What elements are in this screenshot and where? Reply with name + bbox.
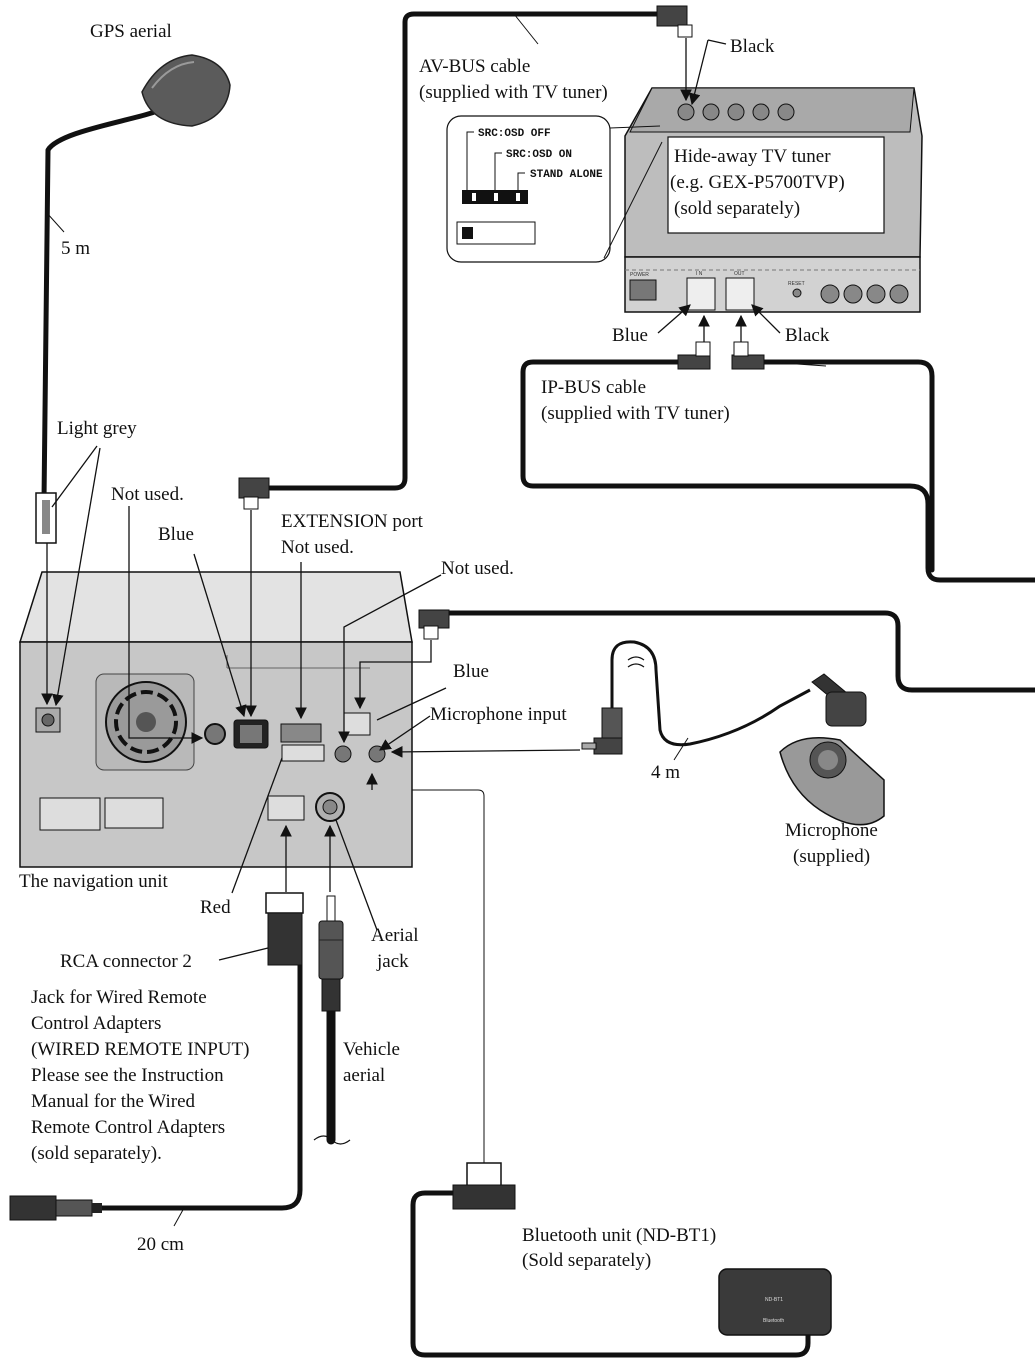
blue-label-2: Blue: [453, 661, 489, 682]
ip-bus-cable-2: [757, 359, 935, 573]
switch-callout: [446, 115, 663, 263]
navigation-unit-label: The navigation unit: [19, 871, 169, 892]
microphone-plug: [581, 707, 623, 755]
switch-src-osd-on: SRC:OSD ON: [506, 149, 572, 161]
rca-connector-label: RCA connector 2: [60, 951, 192, 972]
bluetooth-thin-cable: [370, 789, 485, 1165]
wired-remote-label-5: Manual for the Wired: [31, 1091, 196, 1112]
tuner-in-label: I N: [696, 271, 703, 277]
tv-tuner-label-3: (sold separately): [674, 198, 800, 219]
ip-bus-cable-label-1: IP-BUS cable: [541, 377, 646, 398]
vehicle-aerial-plug: [318, 895, 344, 1012]
ip-bus-connector-blue: [677, 341, 711, 370]
remote-cable: [97, 957, 303, 1211]
tv-tuner-label-2: (e.g. GEX-P5700TVP): [670, 172, 845, 193]
microphone-cable: [610, 640, 811, 747]
wired-remote-label-1: Jack for Wired Remote: [31, 987, 207, 1008]
cable-break-mic: [627, 656, 645, 668]
av-bus-connector-unit: [238, 477, 270, 510]
cables: [41, 11, 1035, 1358]
black-tuner-label: Black: [785, 325, 830, 346]
switch-stand-alone: STAND ALONE: [530, 169, 603, 181]
tv-tuner: POWER I N OUT RESET: [624, 87, 923, 313]
microphone: [779, 673, 885, 826]
microphone-input-label: Microphone input: [430, 704, 567, 725]
labels: GPS aerial 5 m Light grey AV-BUS cable (…: [19, 21, 878, 1271]
gps-length-label: 5 m: [61, 238, 90, 259]
remote-length-label: 20 cm: [137, 1234, 184, 1255]
gps-connector: [35, 492, 57, 544]
wired-remote-label-7: (sold separately).: [31, 1143, 162, 1164]
bluetooth-brand-label: Bluetooth: [763, 1318, 784, 1324]
tuner-reset-label: RESET: [788, 281, 805, 287]
red-label: Red: [200, 897, 231, 918]
gps-cable: [41, 105, 168, 503]
wired-remote-label-3: (WIRED REMOTE INPUT): [31, 1039, 249, 1060]
wired-remote-label-2: Control Adapters: [31, 1013, 161, 1034]
leader-lines: [41, 38, 781, 961]
bluetooth-model-label: ND-BT1: [765, 1297, 783, 1303]
vehicle-aerial-label-1: Vehicle: [343, 1039, 400, 1060]
blue-tuner-label: Blue: [612, 325, 648, 346]
length-ticks: [45, 13, 827, 1227]
bluetooth-device: ND-BT1 Bluetooth: [718, 1268, 832, 1336]
ip-bus-cable: [520, 359, 1035, 583]
blue-label-1: Blue: [158, 524, 194, 545]
gps-aerial-label: GPS aerial: [90, 21, 172, 42]
av-bus-cable: [267, 11, 663, 491]
rca-connector-2: [265, 892, 304, 966]
bluetooth-label-2: (Sold separately): [522, 1250, 651, 1271]
tv-tuner-label-1: Hide-away TV tuner: [674, 146, 831, 167]
vehicle-aerial-label-2: aerial: [343, 1065, 385, 1086]
bluetooth-cable: [410, 1190, 811, 1358]
blue-extension-cable: [445, 610, 1035, 693]
microphone-label-1: Microphone: [785, 820, 878, 841]
not-used-label-3: Not used.: [441, 558, 514, 579]
light-grey-label: Light grey: [57, 418, 137, 439]
av-bus-cable-label-2: (supplied with TV tuner): [419, 82, 608, 103]
ip-bus-connector-black: [731, 341, 765, 370]
extension-port-label: EXTENSION port: [281, 511, 424, 532]
ip-bus-cable-label-2: (supplied with TV tuner): [541, 403, 730, 424]
aerial-jack-label-1: Aerial: [371, 925, 418, 946]
mic-length-label: 4 m: [651, 762, 680, 783]
wired-remote-jack: [9, 1195, 102, 1221]
gps-aerial: [141, 54, 231, 127]
not-used-label-1: Not used.: [111, 484, 184, 505]
wired-remote-label-4: Please see the Instruction: [31, 1065, 224, 1086]
blue-extension-connector: [418, 609, 450, 640]
tuner-out-label: OUT: [734, 271, 745, 277]
bluetooth-connector: [452, 1162, 516, 1210]
bluetooth-label-1: Bluetooth unit (ND-BT1): [522, 1225, 716, 1246]
navigation-unit: [18, 571, 413, 868]
switch-src-osd-off: SRC:OSD OFF: [478, 128, 551, 140]
aerial-jack-label-2: jack: [376, 951, 409, 972]
microphone-label-2: (supplied): [793, 846, 870, 867]
not-used-label-2: Not used.: [281, 537, 354, 558]
tuner-power-label: POWER: [630, 272, 649, 278]
black-top-label: Black: [730, 36, 775, 57]
wired-remote-label-6: Remote Control Adapters: [31, 1117, 225, 1138]
av-bus-cable-label-1: AV-BUS cable: [419, 56, 530, 77]
av-bus-connector-tuner: [656, 5, 693, 38]
cable-break-aerial: [313, 1135, 351, 1145]
